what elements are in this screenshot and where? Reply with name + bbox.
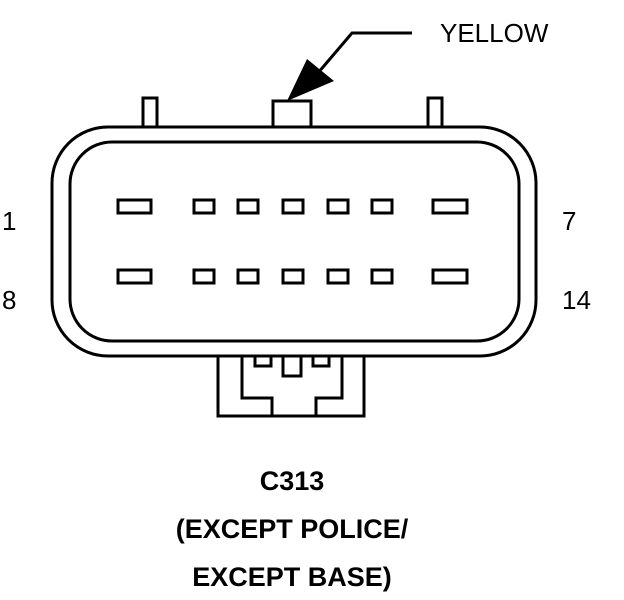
pin-cavity (236, 198, 260, 215)
pin-cavity (431, 268, 469, 285)
pin-cavity (116, 198, 153, 215)
pin-cavity (326, 198, 350, 215)
bottom-latch (216, 352, 366, 418)
caption-line-3: EXCEPT BASE) (192, 562, 392, 592)
pin-cavity (431, 198, 469, 215)
caption-line-2: (EXCEPT POLICE/ (175, 514, 409, 544)
pin-row-bottom (116, 268, 469, 285)
pin-row-top (116, 198, 469, 215)
pin-cavity (326, 268, 350, 285)
pin-cavity (116, 268, 153, 285)
callout-arrowhead (287, 59, 334, 101)
pin-cavity (281, 198, 305, 215)
pin-cavity (281, 268, 305, 285)
right-top-tab (426, 96, 444, 130)
center-top-tab (271, 99, 313, 130)
pin-label-14: 14 (562, 285, 591, 315)
pin-cavity (370, 268, 394, 285)
pin-label-1: 1 (2, 206, 17, 236)
left-top-tab (141, 96, 159, 130)
pin-label-7: 7 (562, 206, 577, 236)
pin-cavity (370, 198, 394, 215)
pin-cavity (192, 198, 216, 215)
pin-cavity (192, 268, 216, 285)
callout-label-yellow: YELLOW (440, 18, 549, 48)
connector-housing-inner (68, 140, 521, 343)
pin-label-8: 8 (2, 285, 17, 315)
pin-cavity (236, 268, 260, 285)
callout-leader-line (310, 31, 412, 81)
connector-id-caption: C313 (259, 466, 325, 496)
